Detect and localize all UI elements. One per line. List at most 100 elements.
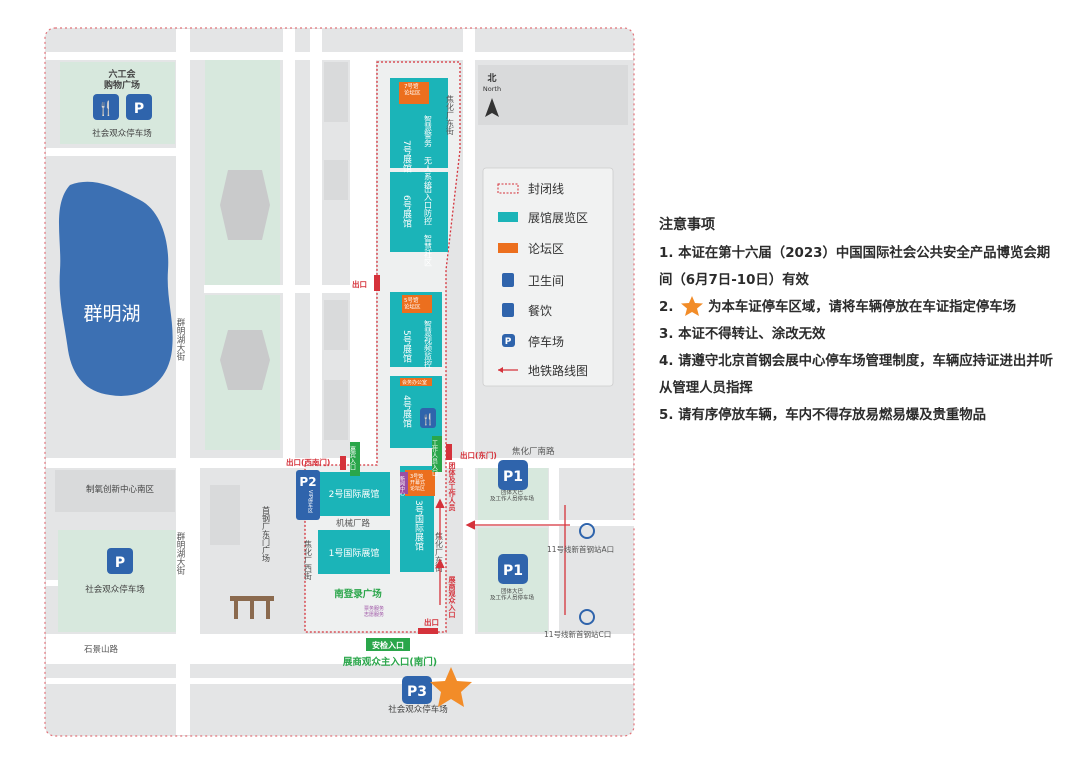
lake-label: 群明湖 (83, 303, 140, 325)
road-jixie: 机械厂路 (336, 518, 371, 529)
hall-labels: 7号馆论坛区 7号展馆 智慧警务无人系统 6号展馆 出入口防控智慧社区 5号馆论… (329, 82, 433, 559)
north-arrow: 北 North (483, 72, 501, 117)
hall-6 (390, 172, 448, 252)
note-item-2: 2. 为本车证停车区域，请将车辆停放在车证指定停车场 (659, 294, 1059, 321)
hall-4-label: 4号展馆 (401, 395, 412, 429)
road-jiaohuachang-south: 焦化厂南路 (512, 446, 555, 457)
social-parking-left-label: 社会观众停车场 (85, 584, 145, 595)
note-number: 1. (659, 246, 674, 261)
group-entrance-label: 团体及工作人员 (448, 461, 457, 512)
exhibitor-route-label: 展商观众入口 (448, 575, 457, 619)
hall-5-sub: 智慧视频监控 (424, 319, 433, 369)
hall-4-tag (400, 378, 432, 386)
road-labels: 群明湖大街 群明湖大街 焦化厂南路 机械厂路 石景山路 焦化厂东街 焦化厂西街 … (84, 94, 555, 655)
exit-west-marker (340, 456, 346, 470)
note-number: 5. (659, 408, 674, 423)
note-number: 2. (659, 300, 674, 315)
road-qunminghu-south: 群明湖大街 (175, 531, 185, 575)
metro-c-icon (579, 609, 595, 625)
hall-4-tag-label: 会务办公室 (402, 379, 427, 386)
metro-a-label: 11号线新首钢站A口 (547, 544, 614, 554)
parking-legend-icon (502, 334, 515, 347)
exit-west: 出口(西南门) (286, 457, 330, 467)
legend-exhibit: 展馆展览区 (528, 210, 588, 225)
hall-5-label: 5号展馆 (401, 330, 412, 364)
hall-3-label: 3号国际展馆 (413, 500, 424, 552)
staff-entrance-label: 工作人员入口 (431, 440, 438, 477)
p1-marker-b (498, 554, 528, 584)
legend-toilet: 卫生间 (528, 274, 564, 288)
plaza-shape (220, 330, 270, 390)
p3-label: P3 (407, 684, 427, 700)
hall-7-forum-label: 7号馆论坛区 (404, 82, 421, 97)
legend-exhibit-swatch (498, 212, 518, 222)
lake (59, 181, 173, 396)
hall-6-label: 6号展馆 (401, 195, 412, 229)
note-item-1: 1. 本证在第十六届（2023）中国国际社会公共安全产品博览会期间（6月7日-1… (659, 240, 1059, 294)
p3-marker (402, 676, 432, 704)
roads (46, 29, 635, 735)
hall-3-forum-label: 3号馆开幕式论坛区 (410, 473, 425, 492)
dining-icon-top-glyph: 🍴 (97, 100, 114, 117)
road-jiaohuachang-west: 焦化厂西街 (304, 539, 313, 581)
notes-title: 注意事项 (659, 217, 715, 233)
dining-icon (420, 408, 436, 428)
road-qunminghu: 群明湖大街 (175, 317, 185, 361)
hall-1 (318, 530, 390, 574)
star-icon (681, 296, 704, 316)
parking-icon-left-label: P (115, 555, 125, 571)
plaza-shape (220, 170, 270, 240)
hall-2-label: 2号国际展馆 (329, 488, 380, 500)
note-number: 4. (659, 354, 674, 369)
hall-3-forum (405, 470, 435, 496)
hall-3-tag-label: 新闻中心 (399, 475, 405, 496)
hall-7-sub: 智慧警务无人系统 (424, 114, 433, 190)
metro-a-icon (579, 523, 595, 539)
group-parking-label: 团体大巴及工作人员停车场 (490, 488, 535, 503)
parking-icon-top (126, 94, 152, 120)
note-text: 为本车证停车区域，请将车辆停放在车证指定停车场 (708, 300, 1017, 315)
exit-top-marker (374, 275, 380, 291)
hall-2 (318, 472, 390, 516)
road-jiaohuachang-east: 焦化厂东街 (435, 531, 444, 573)
note-text: 本证在第十六届（2023）中国国际社会公共安全产品博览会期间（6月7日-10日）… (659, 246, 1051, 288)
p2-marker (296, 470, 320, 520)
p1-marker-a (498, 460, 528, 490)
legend-forum: 论坛区 (528, 242, 564, 256)
designated-parking-star-icon (430, 667, 472, 707)
hall-5-forum (402, 295, 432, 313)
note-item-3: 3. 本证不得转让、涂改无效 (659, 321, 1059, 348)
main-entrance-label: 展商观众主入口(南门) (343, 656, 437, 668)
area-labels: 六工会购物广场 社会观众停车场 社会观众停车场 社会观众停车场 制氧创新中心南区… (85, 68, 534, 715)
halls (318, 78, 448, 574)
exit-east-marker (446, 444, 452, 460)
road-jiaohuachang-east-top: 焦化厂东街 (446, 94, 455, 136)
shougang-square-label: 首钢厂东门广场 (262, 505, 271, 563)
exit-south: 出口 (424, 617, 439, 627)
guest-entrance-label: 嘉宾入口 (349, 445, 356, 471)
legend-closed-line: 封闭线 (528, 182, 564, 196)
notes-panel: 注意事项 1. 本证在第十六届（2023）中国国际社会公共安全产品博览会期间（6… (659, 214, 1059, 429)
hall-7-label: 7号展馆 (401, 140, 412, 174)
metro-route-legend-arrow (498, 367, 503, 373)
north-cn: 北 (487, 72, 496, 84)
note-item-5: 5. 请有序停放车辆，车内不得存放易燃易爆及贵重物品 (659, 402, 1059, 429)
exit-east: 出口(东门) (460, 450, 497, 460)
p2-sub-label: VIP停车区 (307, 490, 313, 513)
note-number: 3. (659, 327, 674, 342)
note-text: 请有序停放车辆，车内不得存放易燃易爆及贵重物品 (678, 408, 987, 423)
security-entrance-marker (366, 638, 410, 651)
group-parking-label-2: 团体大巴及工作人员停车场 (490, 587, 535, 602)
service-label: 票务服务志愿服务 (364, 605, 384, 618)
gate-illustration-icon (230, 596, 274, 619)
legend-dining: 餐饮 (528, 303, 552, 318)
north-arrow-icon (485, 98, 499, 117)
hall-7-forum (399, 82, 429, 104)
zhiyang-label: 制氧创新中心南区 (86, 484, 155, 495)
social-parking-bottom-label: 社会观众停车场 (388, 704, 448, 715)
metro-c-label: 11号线新首钢站C口 (544, 629, 611, 639)
dining-icon-glyph: 🍴 (421, 413, 435, 426)
liugonghui-label: 六工会购物广场 (104, 68, 140, 91)
